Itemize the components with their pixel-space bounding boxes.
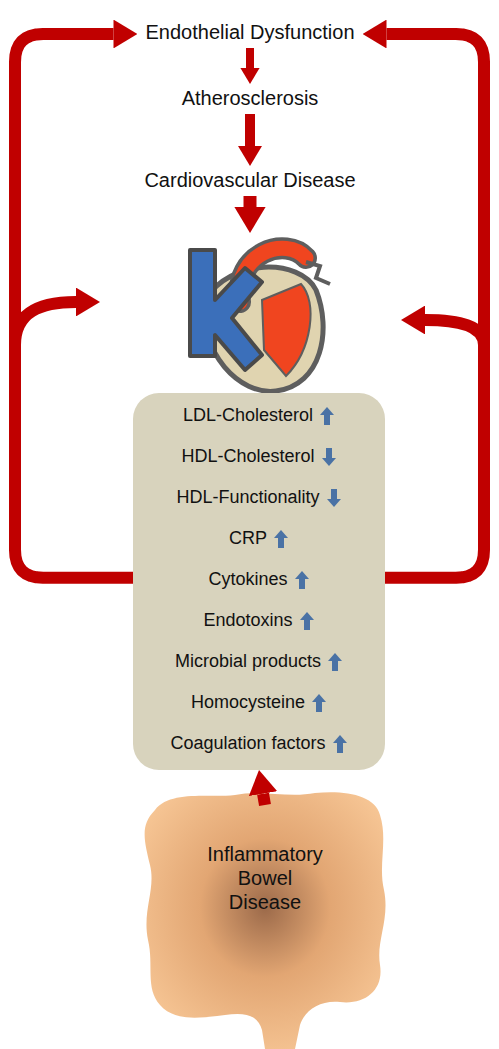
flow-arrow bbox=[15, 34, 133, 578]
trend-arrow bbox=[332, 734, 348, 754]
stage-text-node: Cardiovascular Disease bbox=[144, 168, 355, 192]
heart-branch-arrow bbox=[425, 320, 484, 345]
disease-label: Inflammatory Bowel Disease bbox=[204, 842, 326, 914]
factor-label: Endotoxins bbox=[203, 610, 292, 631]
factor-label: HDL-Cholesterol bbox=[181, 446, 314, 467]
heart-branch-arrow bbox=[15, 302, 76, 345]
stage-text-node: Atherosclerosis bbox=[182, 86, 319, 110]
factor-label: CRP bbox=[229, 528, 267, 549]
trend-arrow bbox=[294, 570, 310, 590]
heart-arrow bbox=[244, 196, 257, 207]
flow-arrow bbox=[385, 34, 484, 578]
trend-arrow bbox=[319, 406, 335, 426]
factor-row: Coagulation factors bbox=[133, 723, 385, 764]
factor-row: Endotoxins bbox=[133, 600, 385, 641]
trend-arrow bbox=[321, 447, 337, 467]
factor-label: LDL-Cholesterol bbox=[183, 405, 313, 426]
trend-arrow bbox=[299, 611, 315, 631]
flow-arrow bbox=[245, 114, 255, 146]
trend-arrow bbox=[327, 652, 343, 672]
factor-row: CRP bbox=[133, 518, 385, 559]
trend-arrow bbox=[273, 529, 289, 549]
factor-row: HDL-Functionality bbox=[133, 477, 385, 518]
bowel-outline bbox=[140, 790, 390, 1049]
factor-box: LDL-CholesterolHDL-CholesterolHDL-Functi… bbox=[133, 393, 385, 770]
heart-illustration bbox=[190, 248, 330, 391]
factor-row: Microbial products bbox=[133, 641, 385, 682]
stage-text-node: Endothelial Dysfunction bbox=[145, 20, 354, 44]
stage-label: Endothelial Dysfunction bbox=[145, 20, 354, 44]
factor-label: Homocysteine bbox=[191, 692, 305, 713]
stage-label: Atherosclerosis bbox=[182, 86, 319, 110]
factor-label: HDL-Functionality bbox=[176, 487, 319, 508]
trend-arrow bbox=[311, 693, 327, 713]
factor-label: Microbial products bbox=[175, 651, 321, 672]
stage-label: Cardiovascular Disease bbox=[144, 168, 355, 192]
factor-row: Cytokines bbox=[133, 559, 385, 600]
factor-label: Cytokines bbox=[208, 569, 287, 590]
factor-label: Coagulation factors bbox=[170, 733, 325, 754]
flow-arrow bbox=[246, 48, 254, 68]
bowel-text-wrap: Inflammatory Bowel Disease bbox=[140, 842, 390, 914]
factor-row: Homocysteine bbox=[133, 682, 385, 723]
trend-arrow bbox=[326, 488, 342, 508]
factor-row: HDL-Cholesterol bbox=[133, 436, 385, 477]
bowel-shape: Inflammatory Bowel Disease bbox=[140, 790, 390, 1049]
factor-row: LDL-Cholesterol bbox=[133, 395, 385, 436]
